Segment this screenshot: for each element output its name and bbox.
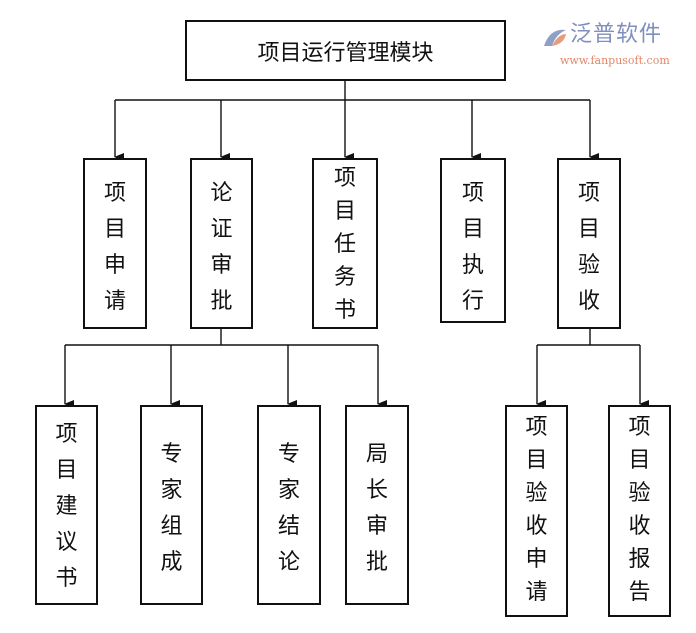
fanpu-logo-icon bbox=[544, 29, 566, 46]
node-acceptance-report: 项目验收报告 bbox=[608, 405, 671, 617]
node-expert-conclusion: 专家结论 bbox=[257, 405, 321, 605]
node-label: 项目建议书 bbox=[55, 422, 78, 591]
node-director-approval: 局长审批 bbox=[345, 405, 409, 605]
node-label: 项目验收 bbox=[577, 181, 600, 314]
node-execution: 项目执行 bbox=[440, 158, 506, 323]
watermark-brand: 泛普软件 bbox=[570, 22, 663, 47]
node-label: 项目申请 bbox=[103, 181, 126, 314]
node-label: 项目任务书 bbox=[333, 166, 356, 323]
node-label: 局长审批 bbox=[365, 442, 388, 575]
root-label: 项目运行管理模块 bbox=[257, 40, 434, 66]
node-label: 项目验收报告 bbox=[628, 415, 651, 605]
node-label: 项目验收申请 bbox=[525, 415, 548, 605]
node-project-application: 项目申请 bbox=[83, 158, 147, 329]
watermark: 泛普软件 www.fanpusoft.com bbox=[540, 22, 690, 78]
node-label: 论证审批 bbox=[210, 181, 233, 314]
node-label: 专家结论 bbox=[277, 442, 300, 575]
watermark-url: www.fanpusoft.com bbox=[560, 54, 670, 67]
node-label: 项目执行 bbox=[461, 181, 484, 314]
node-expert-panel: 专家组成 bbox=[140, 405, 203, 605]
node-acceptance-application: 项目验收申请 bbox=[505, 405, 568, 617]
node-proposal: 项目建议书 bbox=[35, 405, 98, 605]
node-label: 专家组成 bbox=[160, 442, 183, 575]
node-acceptance: 项目验收 bbox=[557, 158, 621, 329]
node-review-approval: 论证审批 bbox=[190, 158, 253, 329]
root-node: 项目运行管理模块 bbox=[185, 20, 506, 81]
node-task-book: 项目任务书 bbox=[312, 158, 378, 329]
